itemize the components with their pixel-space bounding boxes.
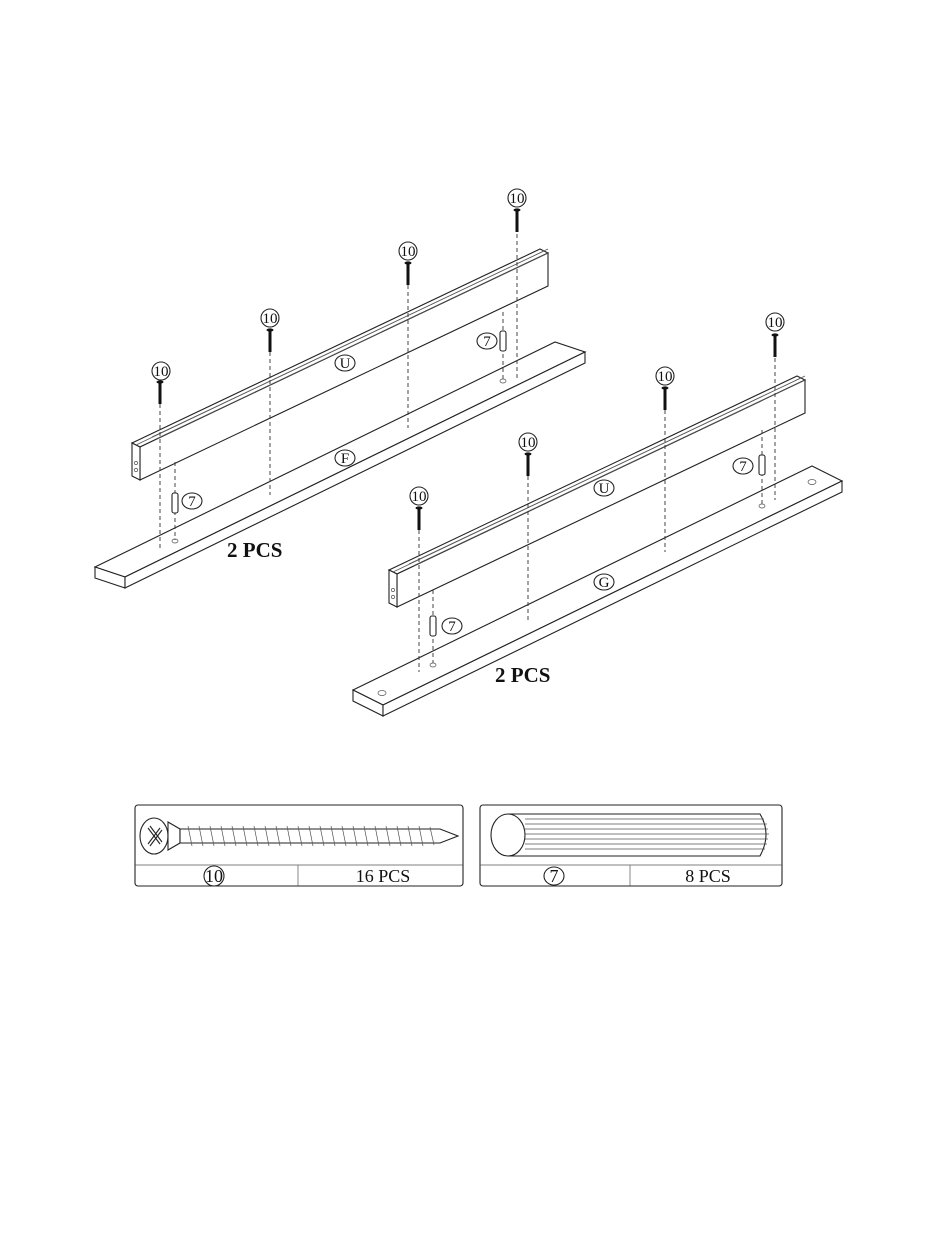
dowel-icon [491, 814, 769, 856]
screw-icon [405, 261, 412, 285]
svg-text:7: 7 [483, 334, 491, 350]
svg-text:10: 10 [263, 311, 278, 327]
svg-text:U: U [599, 481, 610, 497]
svg-text:10: 10 [401, 244, 416, 260]
svg-text:7: 7 [188, 494, 196, 510]
svg-text:10: 10 [658, 369, 673, 385]
svg-text:F: F [341, 451, 349, 467]
screw-callout: 10 [152, 362, 170, 380]
svg-text:10: 10 [768, 315, 783, 331]
hardware-quantity: 8 PCS [685, 866, 731, 886]
hardware-item-screw: 10 16 PCS [135, 805, 463, 886]
screw-icon [267, 328, 274, 352]
dowel-callout: 7 [442, 618, 462, 635]
screw-icon [140, 818, 458, 854]
screw-icon [514, 208, 521, 232]
screw-callout: 10 [519, 433, 537, 451]
svg-text:7: 7 [739, 459, 747, 475]
screw-icon [772, 333, 779, 357]
screw-callout: 10 [766, 313, 784, 331]
screw-icon [525, 452, 532, 476]
svg-text:10: 10 [154, 364, 169, 380]
hardware-item-dowel: 7 8 PCS [480, 805, 782, 886]
screw-callout: 10 [410, 487, 428, 505]
svg-text:G: G [599, 575, 610, 591]
hardware-legend: 10 16 PCS 7 [135, 805, 782, 886]
dowel-callout: 7 [182, 493, 202, 510]
dowel-icon [759, 455, 765, 475]
svg-text:10: 10 [521, 435, 536, 451]
hardware-part-number: 7 [550, 866, 559, 886]
dowel-icon [500, 331, 506, 351]
dowel-icon [172, 493, 178, 513]
svg-text:10: 10 [412, 489, 427, 505]
svg-text:10: 10 [510, 191, 525, 207]
screw-callout: 10 [399, 242, 417, 260]
dowel-callout: 7 [477, 333, 497, 350]
svg-text:7: 7 [448, 619, 456, 635]
hardware-quantity: 16 PCS [356, 866, 411, 886]
assembly-right: 10 10 10 10 7 7 U G 2 PCS [353, 313, 842, 716]
screw-icon [157, 380, 164, 404]
screw-callout: 10 [508, 189, 526, 207]
hardware-part-number: 10 [205, 866, 223, 886]
svg-text:U: U [340, 356, 351, 372]
dowel-icon [430, 616, 436, 636]
screw-icon [416, 506, 423, 530]
screw-icon [662, 386, 669, 410]
quantity-label: 2 PCS [227, 538, 282, 562]
dowel-callout: 7 [733, 458, 753, 475]
quantity-label: 2 PCS [495, 663, 550, 687]
screw-callout: 10 [261, 309, 279, 327]
screw-callout: 10 [656, 367, 674, 385]
